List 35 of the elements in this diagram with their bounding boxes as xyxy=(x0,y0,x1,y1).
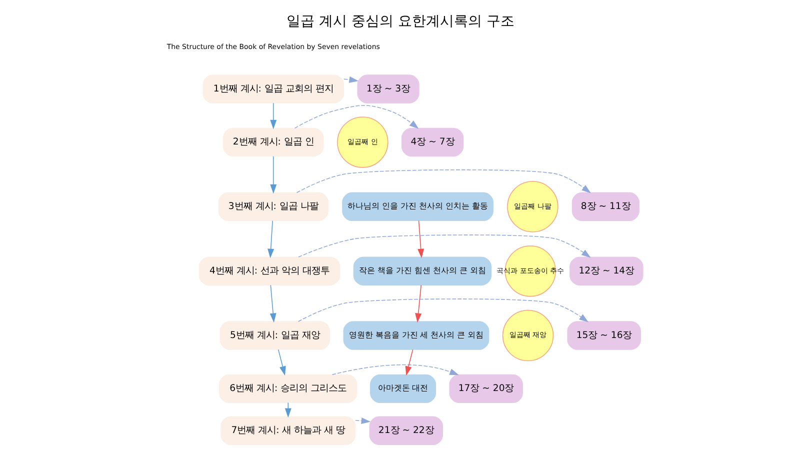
node-box: 8장 ~ 11장 xyxy=(571,192,639,222)
arrow xyxy=(270,102,276,130)
arrow xyxy=(297,298,588,322)
arrow xyxy=(284,402,291,418)
node-box: 21장 ~ 22장 xyxy=(368,416,442,445)
arrow xyxy=(294,105,418,129)
arrow xyxy=(417,220,424,258)
node-box: 작은 책을 가진 힘센 천사의 큰 외침 xyxy=(352,256,492,286)
diagram-title: 일곱 계시 중심의 요한계시록의 구조 xyxy=(286,14,514,30)
node-box: 6번째 계시: 승리의 그리스도 xyxy=(218,374,357,404)
node-box: 12장 ~ 14장 xyxy=(569,256,643,286)
node-box: 15장 ~ 16장 xyxy=(566,321,640,350)
node-box: 영원한 복음을 가진 세 천사의 큰 외침 xyxy=(342,321,489,350)
node-box: 3번째 계시: 일곱 나팔 xyxy=(218,192,328,222)
node-box: 17장 ~ 20장 xyxy=(448,374,522,404)
node-box: 4번째 계시: 선과 악의 대쟁투 xyxy=(198,256,340,286)
node-box: 하나님의 인을 가진 천사의 인치는 활동 xyxy=(342,192,493,222)
arrow xyxy=(342,76,358,83)
node-box: 4장 ~ 7장 xyxy=(400,128,464,157)
node-box: 아마겟돈 대전 xyxy=(370,374,436,404)
arrow xyxy=(269,284,276,323)
arrow xyxy=(267,220,274,258)
arrow xyxy=(354,418,370,424)
arrow xyxy=(404,349,413,376)
arrow xyxy=(296,169,590,194)
node-box: 7번째 계시: 새 하늘과 새 땅 xyxy=(220,416,356,445)
arrow xyxy=(331,364,458,376)
arrow xyxy=(414,284,422,323)
arrow xyxy=(270,156,276,194)
arrow xyxy=(277,349,286,376)
node-box: 1장 ~ 3장 xyxy=(356,74,419,104)
arrow xyxy=(298,234,590,258)
node-box: 2번째 계시: 일곱 인 xyxy=(222,128,324,157)
node-box: 5번째 계시: 일곱 재앙 xyxy=(219,321,330,350)
node-box: 1번째 계시: 일곱 교회의 편지 xyxy=(202,74,344,104)
